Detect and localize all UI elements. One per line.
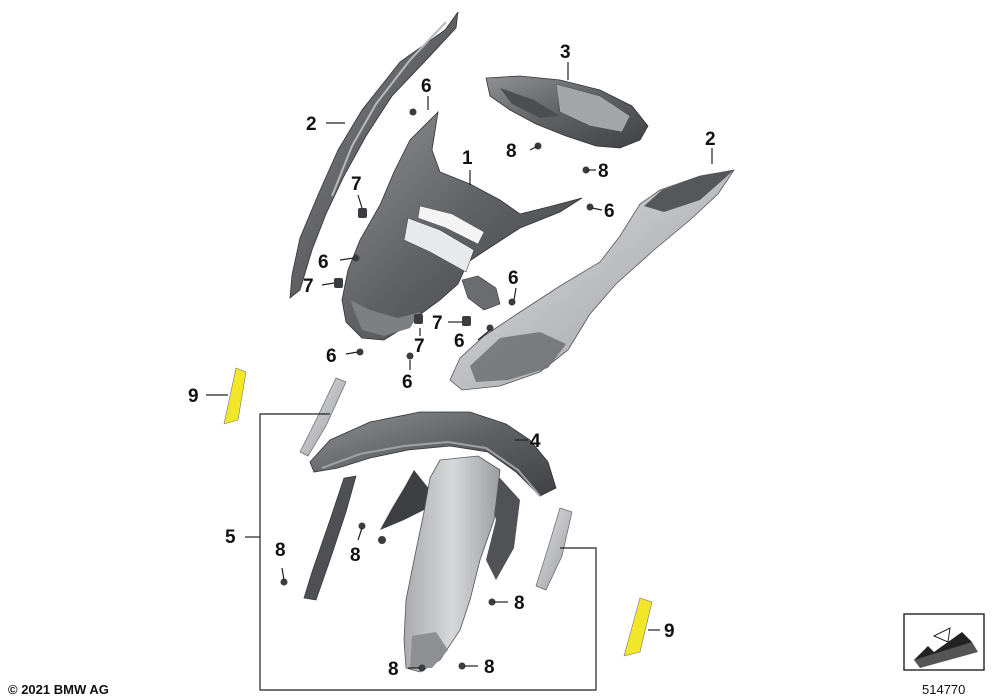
reflector-bracket-left [299, 377, 347, 457]
part-2-left-side-trim [289, 11, 459, 299]
part-9-reflector-left [223, 367, 247, 425]
callout-8-bracket-left: 8 [506, 141, 517, 162]
callout-8-bottom-left: 8 [388, 659, 399, 680]
copyright-text: © 2021 BMW AG [8, 682, 109, 697]
assembly-frame-5 [245, 413, 597, 691]
callout-9-left: 9 [188, 386, 199, 407]
callout-8-bracket-right: 8 [598, 161, 609, 182]
reflector-bracket-right [535, 507, 573, 591]
callout-8-guard-left: 8 [275, 540, 286, 561]
callout-7-left: 7 [303, 276, 314, 297]
callout-7-top: 7 [351, 174, 362, 195]
part-9-reflector-right [623, 597, 653, 657]
part-2-right-side-trim [449, 169, 735, 391]
callout-6-right: 6 [604, 201, 615, 222]
callout-1: 1 [462, 148, 473, 169]
fork-lower-guard [403, 455, 501, 673]
callout-8-guard-mid: 8 [350, 545, 361, 566]
callout-7-bottom: 7 [414, 336, 425, 357]
callout-6-top: 6 [421, 76, 432, 97]
callout-8-guard-right: 8 [514, 593, 525, 614]
part-1-front-cowl [341, 110, 583, 341]
callout-2-right: 2 [705, 129, 716, 150]
callout-6-bottom: 6 [402, 372, 413, 393]
fasteners [280, 108, 594, 672]
callout-6-lower-left: 6 [326, 346, 337, 367]
callout-7-right: 7 [432, 313, 443, 334]
callout-6-mid-right: 6 [508, 268, 519, 289]
callout-2-left: 2 [306, 114, 317, 135]
orientation-arrow-icon [903, 613, 985, 671]
callout-8-bottom-right: 8 [484, 657, 495, 678]
callout-9-right: 9 [664, 621, 675, 642]
diagram-number: 514770 [922, 682, 965, 697]
callouts: 1 2 2 3 4 5 6 6 6 6 6 6 6 7 7 7 7 8 8 8 … [188, 42, 716, 680]
part-3-bracket [485, 75, 649, 149]
callout-5: 5 [225, 527, 236, 548]
callout-3: 3 [560, 42, 571, 63]
callout-6-lower-right: 6 [454, 331, 465, 352]
part-4-front-mudguard [303, 411, 557, 601]
callout-4: 4 [530, 431, 541, 452]
leader-lines [206, 62, 713, 669]
callout-6-left: 6 [318, 252, 329, 273]
